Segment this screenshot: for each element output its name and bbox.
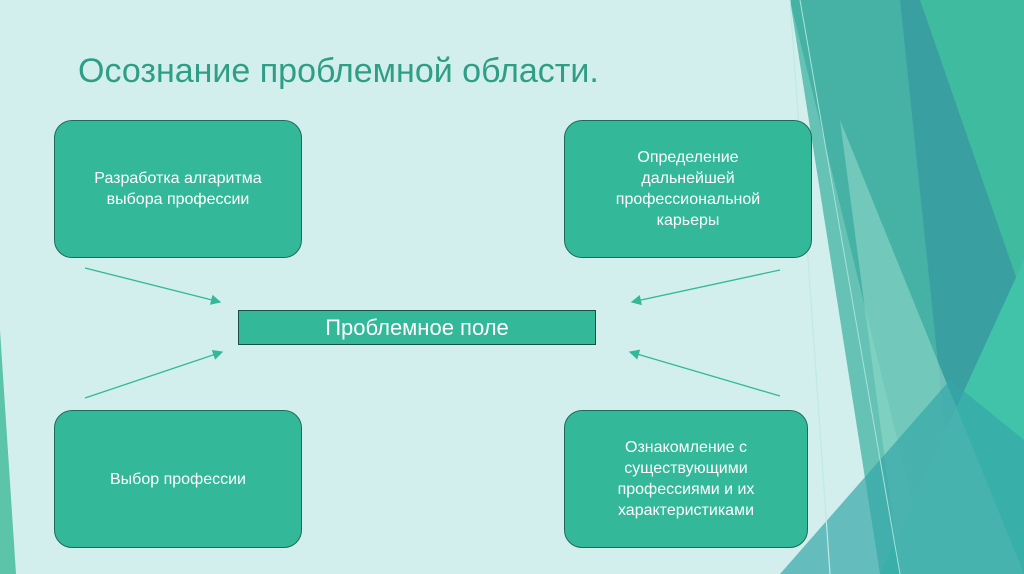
box-profession-choice: Выбор профессии — [54, 410, 302, 548]
box-algorithm-development: Разработка алгаритма выбора профессии — [54, 120, 302, 258]
slide-title: Осознание проблемной области. — [78, 52, 599, 90]
right-deco-shape-6 — [780, 380, 1024, 574]
box-career-definition: Определение дальнейшей профессиональной … — [564, 120, 812, 258]
problem-field-box: Проблемное поле — [238, 310, 596, 345]
deco-line-1 — [789, 0, 831, 574]
problem-field-label: Проблемное поле — [325, 314, 509, 340]
box-profession-familiarization: Ознакомление с существующими профессиями… — [564, 410, 808, 548]
left-edge-stripe — [0, 330, 16, 574]
right-deco-shape-3 — [920, 0, 1024, 300]
deco-line-2 — [799, 0, 901, 574]
